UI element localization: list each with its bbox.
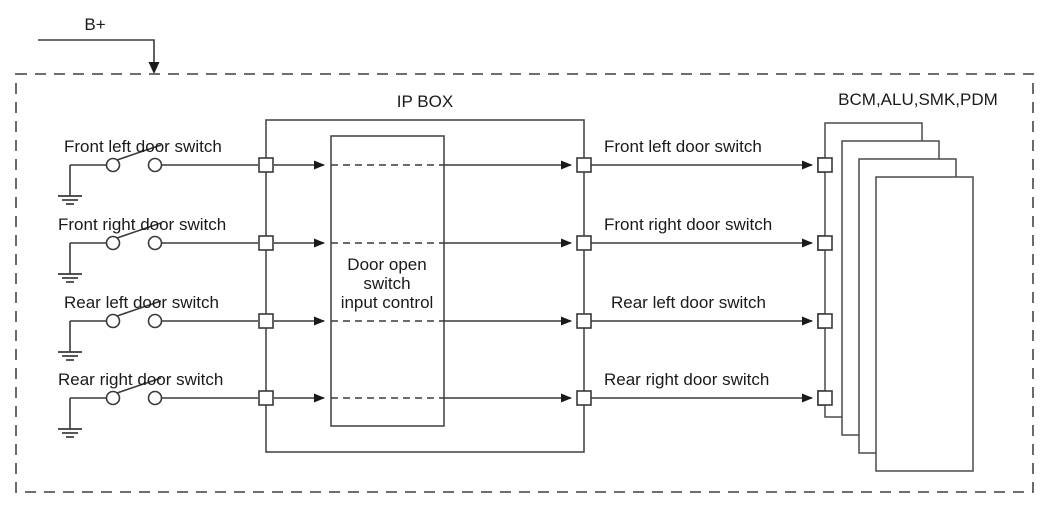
switch-contact-b-4 bbox=[147, 390, 163, 406]
module-connector-overlay bbox=[817, 157, 833, 406]
output-connector-2 bbox=[576, 235, 592, 251]
output-label-rear-right: Rear right door switch bbox=[604, 370, 769, 389]
bplus-arrowhead bbox=[148, 62, 160, 74]
input-label-front-right: Front right door switch bbox=[58, 215, 226, 234]
ground-symbol-1 bbox=[58, 195, 82, 205]
module-connector-overlay-4 bbox=[817, 390, 833, 406]
switch-contact-a-2 bbox=[105, 235, 121, 251]
ground-symbol-3 bbox=[58, 351, 82, 361]
output-label-rear-left: Rear left door switch bbox=[611, 293, 766, 312]
module-connector-overlay-1 bbox=[817, 157, 833, 173]
input-connector-4 bbox=[258, 390, 274, 406]
signal-row-rear-right: Rear right door switch Rear right door s… bbox=[58, 370, 833, 438]
input-connector-2 bbox=[258, 235, 274, 251]
switch-blade-2 bbox=[116, 222, 162, 239]
door-open-switch-input-control-block bbox=[330, 135, 445, 427]
switch-contact-b-1 bbox=[147, 157, 163, 173]
output-label-front-left: Front left door switch bbox=[604, 137, 762, 156]
output-connector-1 bbox=[576, 157, 592, 173]
switch-contact-b-2 bbox=[147, 235, 163, 251]
switch-contact-b-3 bbox=[147, 313, 163, 329]
signal-row-front-right: Front right door switch Front right door… bbox=[58, 215, 833, 283]
input-label-rear-right: Rear right door switch bbox=[58, 370, 223, 389]
inner-block-line-2: switch bbox=[363, 274, 410, 293]
module-stack bbox=[824, 122, 974, 472]
bplus-wire bbox=[38, 39, 155, 66]
inner-block-line-1: Door open bbox=[347, 255, 426, 274]
input-connector-3 bbox=[258, 313, 274, 329]
signal-row-front-left: Front left door switch Front left door s… bbox=[58, 137, 833, 205]
signal-row-rear-left: Rear left door switch Rear left door swi… bbox=[58, 293, 833, 361]
switch-blade-3 bbox=[116, 300, 162, 317]
module-connector-overlay-2 bbox=[817, 235, 833, 251]
switch-contact-a-3 bbox=[105, 313, 121, 329]
bplus-label: B+ bbox=[84, 15, 105, 34]
module-stack-label: BCM,ALU,SMK,PDM bbox=[838, 90, 998, 109]
ground-symbol-2 bbox=[58, 273, 82, 283]
ip-box-title: IP BOX bbox=[397, 92, 453, 111]
output-connector-3 bbox=[576, 313, 592, 329]
switch-contact-a-4 bbox=[105, 390, 121, 406]
ip-box-outline bbox=[265, 119, 585, 453]
input-label-rear-left: Rear left door switch bbox=[64, 293, 219, 312]
module-connector-overlay-3 bbox=[817, 313, 833, 329]
switch-contact-a-1 bbox=[105, 157, 121, 173]
vehicle-boundary bbox=[15, 73, 1034, 493]
switch-blade-1 bbox=[116, 144, 162, 161]
inner-block-line-3: input control bbox=[341, 293, 434, 312]
input-label-front-left: Front left door switch bbox=[64, 137, 222, 156]
switch-blade-4 bbox=[116, 377, 162, 394]
module-sheet-pdm[interactable] bbox=[875, 176, 974, 472]
output-label-front-right: Front right door switch bbox=[604, 215, 772, 234]
inner-block-caption: Door open switch input control bbox=[333, 255, 442, 312]
caption-backdrop bbox=[333, 255, 442, 311]
input-connector-1 bbox=[258, 157, 274, 173]
output-connector-4 bbox=[576, 390, 592, 406]
ground-symbol-4 bbox=[58, 428, 82, 438]
power-feed-bplus: B+ bbox=[38, 15, 160, 74]
